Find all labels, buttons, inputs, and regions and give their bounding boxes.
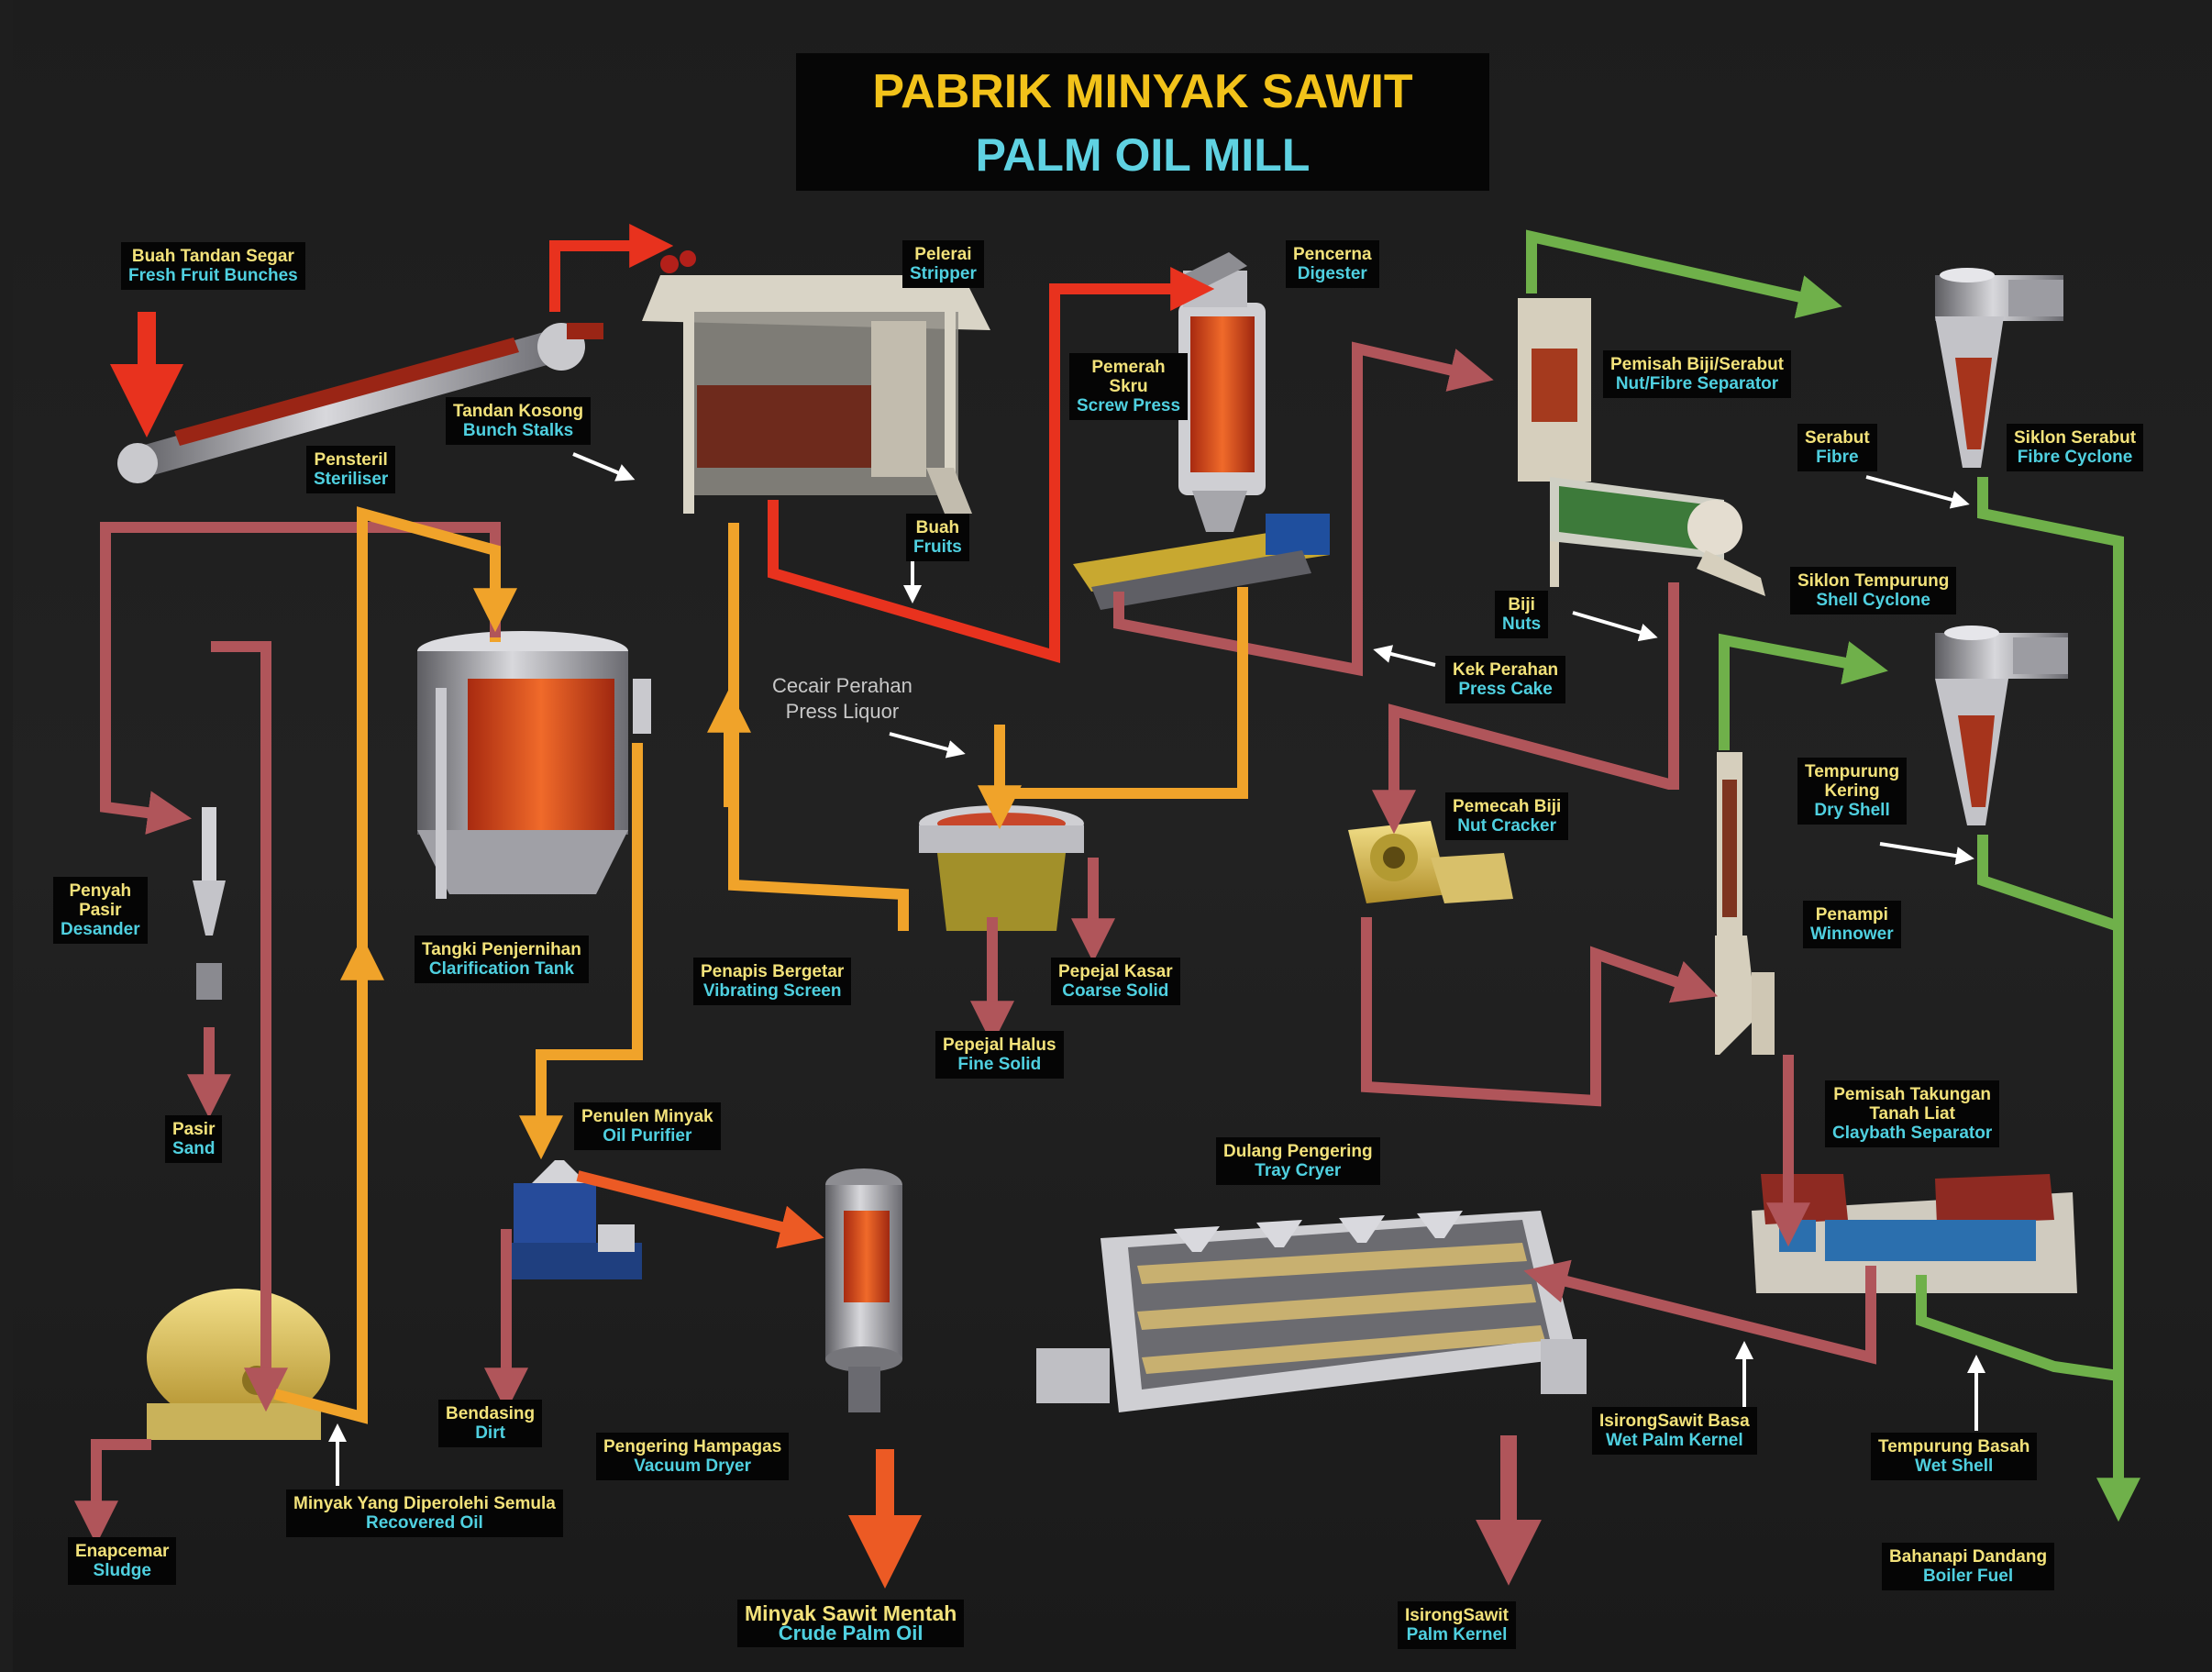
- claybath-separator-equipment: [1752, 1174, 2077, 1293]
- stripper-equipment: [642, 250, 990, 514]
- flow-wet-kernel-to-dryer: [1523, 1259, 1876, 1365]
- label-fine-solid: Pepejal Halus Fine Solid: [935, 1031, 1064, 1079]
- label-vacuum-dryer: Pengering Hampagas Vacuum Dryer: [596, 1433, 790, 1480]
- label-steriliser: Pensteril Steriliser: [306, 446, 396, 493]
- label-nut-fibre-separator: Pemisah Biji/Serabut Nut/Fibre Separator: [1603, 350, 1792, 398]
- flow-shell: [1719, 633, 1888, 750]
- label-fibre: Serabut Fibre: [1797, 424, 1877, 471]
- steriliser-equipment: [117, 323, 603, 483]
- flow-nuts-to-cracker: [1372, 582, 1679, 835]
- winnower-equipment: [1715, 752, 1775, 1055]
- label-wet-palm-kernel: IsirongSawit Basa Wet Palm Kernel: [1592, 1407, 1757, 1455]
- flow-press-cake: [1113, 341, 1494, 677]
- label-vibrating-screen: Penapis Bergetar Vibrating Screen: [693, 958, 852, 1005]
- label-dry-shell: Tempurung Kering Dry Shell: [1797, 758, 1908, 825]
- label-tray-dryer: Dulang Pengering Tray Cryer: [1216, 1137, 1380, 1185]
- shell-cyclone-equipment: [1935, 626, 2068, 825]
- label-stripper: Pelerai Stripper: [902, 240, 984, 288]
- screw-press-equipment: [1073, 514, 1330, 610]
- label-clarification-tank: Tangki Penjernihan Clarification Tank: [415, 936, 589, 983]
- press-liquor-annotation: Cecair Perahan Press Liquor: [772, 673, 912, 725]
- label-nuts: Biji Nuts: [1495, 591, 1549, 638]
- desander-equipment: [193, 807, 226, 1000]
- nut-fibre-separator-equipment: [1518, 298, 1765, 596]
- vacuum-dryer-equipment: [825, 1168, 902, 1412]
- vibrating-screen-equipment: [919, 805, 1084, 931]
- tray-dryer-equipment: [1036, 1211, 1587, 1412]
- label-boiler-fuel: Bahanapi Dandang Boiler Fuel: [1882, 1543, 2055, 1590]
- flow-cracker-to-winnower: [1361, 917, 1719, 1107]
- press-liquor-english: Press Liquor: [785, 700, 900, 723]
- label-press-cake: Kek Perahan Press Cake: [1445, 656, 1566, 703]
- label-digester: Pencerna Digester: [1286, 240, 1379, 288]
- clarification-tank-equipment: [417, 631, 651, 899]
- label-nut-cracker: Pemecah Biji Nut Cracker: [1445, 792, 1569, 840]
- label-fruits: Buah Fruits: [906, 514, 969, 561]
- label-desander: Penyah Pasir Desander: [53, 877, 148, 944]
- title-box: PABRIK MINYAK SAWIT PALM OIL MILL: [796, 53, 1489, 191]
- label-fresh-fruit-bunches: Buah Tandan Segar Fresh Fruit Bunches: [121, 242, 305, 290]
- flow-stripper-to-digester: [768, 267, 1215, 664]
- press-liquor-malay: Cecair Perahan: [772, 674, 912, 697]
- label-oil-purifier: Penulen Minyak Oil Purifier: [574, 1102, 721, 1150]
- label-coarse-solid: Pepejal Kasar Coarse Solid: [1051, 958, 1180, 1005]
- label-dirt: Bendasing Dirt: [438, 1400, 543, 1447]
- flow-to-stripper: [549, 224, 674, 312]
- flow-fibre: [1526, 229, 1842, 319]
- oil-purifier-equipment: [504, 1160, 642, 1279]
- label-wet-shell: Tempurung Basah Wet Shell: [1871, 1433, 2038, 1480]
- poster-background: [13, 0, 2212, 1672]
- label-claybath-separator: Pemisah Takungan Tanah Liat Claybath Sep…: [1825, 1080, 2000, 1147]
- fibre-cyclone-equipment: [1935, 268, 2063, 468]
- label-palm-kernel: IsirongSawit Palm Kernel: [1398, 1601, 1516, 1649]
- label-sludge: Enapcemar Sludge: [68, 1537, 177, 1585]
- label-winnower: Penampi Winnower: [1803, 901, 1901, 948]
- nut-cracker-equipment: [1348, 821, 1513, 903]
- title-english: PALM OIL MILL: [975, 129, 1311, 181]
- flow-press-liquor: [978, 587, 1248, 830]
- label-sand: Pasir Sand: [165, 1115, 223, 1163]
- label-crude-palm-oil: Minyak Sawit Mentah Crude Palm Oil: [737, 1600, 965, 1647]
- label-recovered-oil: Minyak Yang Diperolehi Semula Recovered …: [286, 1489, 563, 1537]
- recovery-pump-equipment: [147, 1289, 330, 1440]
- label-screw-press: Pemerah Skru Screw Press: [1069, 353, 1189, 420]
- label-bunch-stalks: Tandan Kosong Bunch Stalks: [446, 397, 592, 445]
- label-fibre-cyclone: Siklon Serabut Fibre Cyclone: [2007, 424, 2144, 471]
- title-malay: PABRIK MINYAK SAWIT: [872, 65, 1413, 118]
- label-shell-cyclone: Siklon Tempurung Shell Cyclone: [1790, 567, 1957, 615]
